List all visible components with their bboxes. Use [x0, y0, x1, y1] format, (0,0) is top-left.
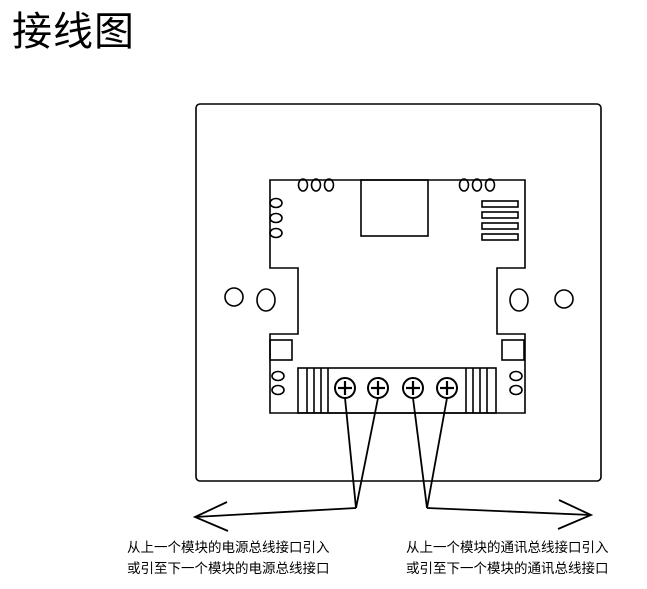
power-bus-caption-line2: 或引至下一个模块的电源总线接口 [127, 561, 330, 577]
top-left-tabs [297, 178, 335, 192]
terminal-ribs-right [465, 368, 488, 413]
comm-bus-arrow-right [426, 499, 594, 530]
page-title: 接线图 [12, 9, 135, 55]
power-bus-wires [344, 397, 379, 509]
terminal-ribs-left [306, 368, 329, 413]
mounting-holes [224, 287, 574, 312]
terminal-screw-3 [402, 377, 424, 399]
terminal-screw-2 [367, 377, 389, 399]
comm-bus-wires [412, 397, 448, 509]
comm-bus-caption-line2: 或引至下一个模块的通讯总线接口 [406, 561, 609, 577]
top-right-tabs [458, 178, 496, 192]
lower-left-tabs [271, 370, 285, 396]
terminal-screw-1 [334, 377, 356, 399]
power-bus-caption: 从上一个模块的电源总线接口引入 或引至下一个模块的电源总线接口 [127, 538, 330, 580]
power-bus-caption-line1: 从上一个模块的电源总线接口引入 [127, 540, 330, 556]
left-clip [269, 339, 293, 361]
right-clip [501, 339, 525, 361]
power-bus-arrow-left [192, 501, 357, 532]
terminal-screw-4 [436, 377, 458, 399]
terminal-block [297, 367, 497, 414]
comm-bus-caption: 从上一个模块的通讯总线接口引入 或引至下一个模块的通讯总线接口 [406, 538, 609, 580]
left-side-tabs [269, 197, 283, 239]
comm-bus-caption-line1: 从上一个模块的通讯总线接口引入 [406, 540, 609, 556]
module-body [269, 179, 526, 414]
outer-plate [195, 103, 602, 482]
lower-right-tabs [509, 370, 523, 396]
top-connector [360, 179, 429, 237]
right-side-fins [481, 200, 519, 241]
